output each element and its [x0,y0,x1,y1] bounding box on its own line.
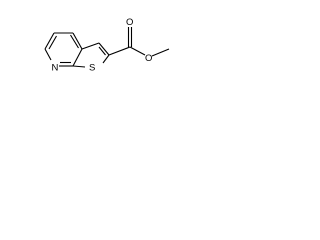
bond-s1-c7a [72,65,86,68]
bond-c3a-c4 [72,32,83,50]
carbonyl-oxygen-label: O [126,17,133,28]
ester-oxygen-label: O [145,53,152,64]
bond-c5-c6-inner [48,35,57,50]
bond-c2-s1 [102,54,110,64]
bond-c3-c2 [98,42,110,56]
bond-c3-c2-inner [98,46,106,56]
bond-carbonyl-ester-oxygen [129,46,146,56]
bond-c6-n7 [44,48,52,61]
bond-c2-carbonyl [108,46,131,56]
sulfur-label: S [89,63,95,74]
chemical-structure: N S O O [44,17,170,74]
bond-ester-oxygen-methyl [151,48,170,57]
bond-c3a-c4-inner [70,34,79,49]
bond-c5-c6 [44,32,55,50]
bond-c3a-c3 [81,42,100,50]
bond-c7a-c3a [72,48,83,67]
nitrogen-label: N [52,63,59,74]
